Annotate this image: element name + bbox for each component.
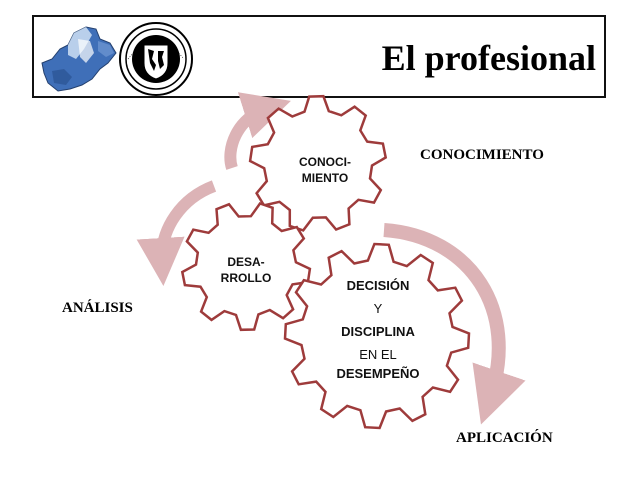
label-conocimiento: CONOCIMIENTO: [420, 147, 544, 163]
page-title: El profesional: [381, 38, 596, 78]
label-aplicacion: APLICACIÓN: [456, 430, 553, 446]
arrow-to-aplicacion: [383, 223, 526, 425]
gear-decision-line1: DECISIÓN: [346, 278, 410, 293]
gear-desarrollo: [180, 202, 312, 332]
gear-desarrollo-line2: RROLLO: [220, 271, 272, 285]
arrow-to-analisis: [136, 180, 217, 286]
arrow-to-conocimiento: [224, 92, 291, 170]
header-box: El profesional: [32, 15, 606, 98]
gear-conocimiento-line2: MIENTO: [301, 171, 349, 185]
gear-conocimiento-label: CONOCI- MIENTO: [285, 154, 365, 186]
gear-desarrollo-label: DESA- RROLLO: [208, 254, 284, 286]
gear-decision-line4: EN EL: [359, 347, 397, 362]
gear-decision: [283, 242, 471, 430]
university-seal-logo: [119, 22, 193, 96]
guatemala-map-logo: [41, 26, 117, 92]
gear-decision-label: DECISIÓN Y DISCIPLINA EN EL DESEMPEÑO: [318, 276, 438, 383]
label-analisis: ANÁLISIS: [62, 300, 133, 316]
gear-conocimiento-line1: CONOCI-: [299, 155, 351, 169]
gear-desarrollo-line1: DESA-: [227, 255, 265, 269]
gear-conocimiento: [248, 94, 388, 232]
gear-decision-line3: DISCIPLINA: [341, 324, 415, 339]
gear-decision-line5: DESEMPEÑO: [336, 366, 420, 381]
gear-decision-line2: Y: [373, 301, 383, 316]
